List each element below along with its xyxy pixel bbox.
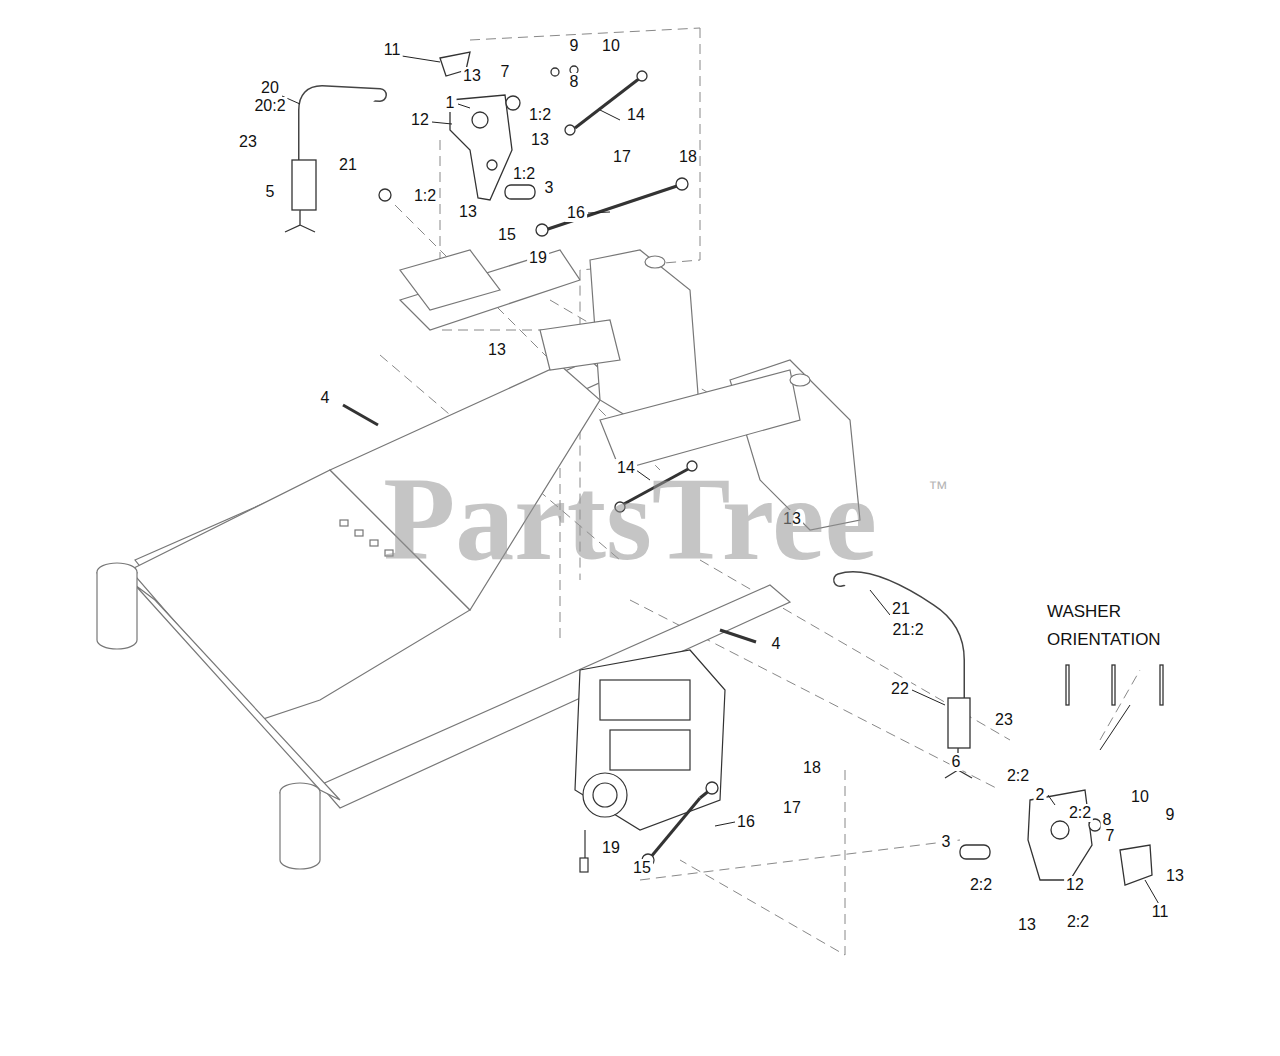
callout-number: 21: [890, 600, 912, 618]
callout-number: 8: [568, 73, 581, 91]
callout-number: 9: [1164, 806, 1177, 824]
callout-number: 1: [444, 94, 457, 112]
callout-number: 13: [486, 341, 508, 359]
callout-number: 9: [568, 37, 581, 55]
callout-number: 19: [527, 249, 549, 267]
callout-number: 16: [735, 813, 757, 831]
callout-number: 14: [625, 106, 647, 124]
callout-number: 13: [1016, 916, 1038, 934]
callout-number: 11: [1150, 903, 1171, 921]
callout-number: 2:2: [968, 876, 994, 894]
callout-number: 7: [499, 63, 512, 81]
callout-number: 16: [565, 204, 587, 222]
callout-number: 22: [889, 680, 911, 698]
callout-number: 2:2: [1067, 804, 1093, 822]
callout-number: 2:2: [1065, 913, 1091, 931]
assembly-lines: [380, 28, 1140, 955]
callout-number: 2:2: [1005, 767, 1031, 785]
callout-number: 19: [600, 839, 622, 857]
callout-number: 1:2: [412, 187, 438, 205]
callout-number: 13: [461, 67, 483, 85]
callout-number: 15: [631, 859, 653, 877]
callout-number: 21: [337, 156, 359, 174]
callout-number: 10: [600, 37, 622, 55]
callout-number: 13: [457, 203, 479, 221]
callout-number: 15: [496, 226, 518, 244]
callout-number: 13: [1164, 867, 1186, 885]
callout-number: 5: [264, 183, 277, 201]
callout-number: 23: [237, 133, 259, 151]
callout-number: 4: [319, 389, 332, 407]
callout-number: 20: [259, 79, 281, 97]
callout-number: 17: [781, 799, 803, 817]
callout-number: 20:2: [252, 97, 287, 115]
callout-number: 3: [940, 833, 953, 851]
callout-number: 10: [1129, 788, 1151, 806]
control-parts: [285, 52, 1163, 885]
watermark: PartsTree: [383, 460, 877, 580]
callout-number: 23: [993, 711, 1015, 729]
callout-number: 11: [382, 41, 403, 59]
callout-number: 3: [543, 179, 556, 197]
callout-number: 2: [1034, 786, 1047, 804]
callout-number: 18: [801, 759, 823, 777]
hydro-pump: [575, 650, 725, 872]
callout-number: 7: [1104, 827, 1117, 845]
note-text: WASHER ORIENTATION: [1045, 598, 1189, 654]
callout-number: 1:2: [511, 165, 537, 183]
callout-number: 12: [1064, 876, 1086, 894]
callout-number: 18: [677, 148, 699, 166]
leader-lines: [282, 56, 1160, 906]
callout-number: 21:2: [890, 621, 925, 639]
callout-number: 17: [611, 148, 633, 166]
callout-number: 1:2: [527, 106, 553, 124]
callout-number: 13: [529, 131, 551, 149]
watermark: ™: [926, 479, 950, 497]
callout-number: 12: [409, 111, 431, 129]
callout-number: 4: [770, 635, 783, 653]
callout-number: 6: [950, 753, 963, 771]
